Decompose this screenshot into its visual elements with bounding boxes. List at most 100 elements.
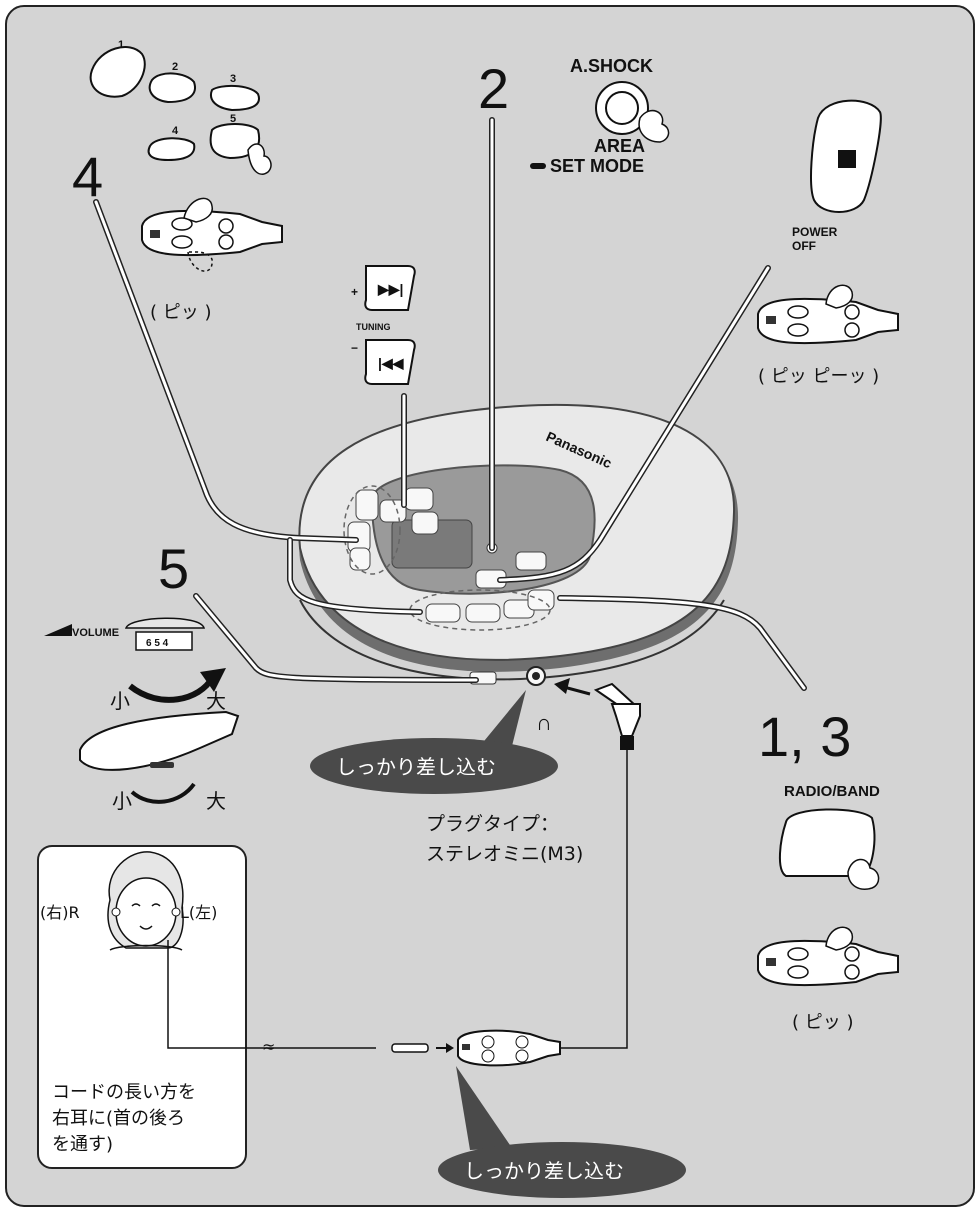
volume-wedge-icon [44, 624, 72, 636]
area-label: AREA [594, 136, 645, 156]
remote-control-right-top [757, 284, 899, 345]
beep-double: ( ピッ ピーッ ) [758, 366, 879, 387]
leader-1-3-inner [558, 596, 806, 690]
volume-arrow-icon [130, 782, 196, 804]
insert-arrowhead-icon [446, 1043, 454, 1053]
cd-player: Panasonic [298, 404, 739, 686]
leader-stop-inner [498, 266, 770, 582]
preset-3-label: 3 [230, 73, 236, 85]
player-button[interactable] [425, 603, 461, 623]
preset-button[interactable] [379, 499, 407, 523]
finger-pointer-icon [825, 926, 854, 951]
beep-right: ( ピッ ) [792, 1012, 854, 1033]
remote-button[interactable] [218, 234, 234, 250]
earphone-plug-to-remote [391, 1029, 561, 1067]
remote-button[interactable] [787, 305, 809, 319]
remote-button[interactable] [481, 1035, 495, 1049]
player-button[interactable] [465, 603, 501, 623]
volume-large-1: 大 [206, 689, 226, 713]
preset-4-label: 4 [172, 125, 179, 137]
volume-dial[interactable] [135, 631, 193, 651]
remote-grille-icon [766, 316, 776, 324]
off-label: OFF [792, 239, 816, 253]
skip-back-icon: |◀◀ [378, 355, 404, 371]
remote-button[interactable] [171, 217, 193, 231]
remote-button[interactable] [844, 964, 860, 980]
callout-pointer [456, 1066, 512, 1150]
preset-button[interactable] [349, 547, 371, 571]
step-4-number: 4 [72, 145, 103, 208]
remote-button[interactable] [787, 965, 809, 979]
remote-button[interactable] [218, 218, 234, 234]
bottom-dashed-group [409, 589, 551, 631]
remote-button[interactable] [171, 235, 193, 249]
leader-5-inner [194, 594, 478, 682]
remote-button[interactable] [481, 1049, 495, 1063]
volume-dial-top [124, 617, 205, 629]
preset-buttons-illustration: 1 2 3 4 5 [89, 39, 272, 175]
cable-break-icon: ≈ [262, 1037, 275, 1056]
headphone-cable [560, 750, 628, 1049]
leader-4b-inner [288, 538, 422, 614]
tuning-label: TUNING [356, 322, 391, 332]
radio-band-button[interactable] [779, 808, 876, 877]
face-features [131, 903, 161, 930]
plug-type-line2: ステレオミニ(M3) [426, 843, 583, 865]
tuning-button[interactable] [404, 487, 434, 511]
ashock-button-inner [605, 91, 639, 125]
remote-button[interactable] [844, 304, 860, 320]
remote-button[interactable] [844, 322, 860, 338]
finger-pointer-icon [847, 858, 880, 890]
preset-button-4[interactable] [147, 137, 196, 162]
preset-button-3[interactable] [210, 84, 260, 112]
callout-insert-firmly-bottom: しっかり差し込む [438, 1066, 686, 1198]
preset-button-1[interactable] [89, 46, 146, 98]
headphone-plug [554, 678, 641, 750]
remote-button[interactable] [787, 323, 809, 337]
callout-insert-firmly-top: しっかり差し込む [310, 690, 558, 794]
volume-label: VOLUME [72, 627, 119, 639]
earbud-right [111, 907, 121, 917]
earbud-left [171, 907, 181, 917]
finger-pointer-icon [638, 109, 670, 143]
insert-arrowhead-icon [554, 678, 570, 694]
tuning-minus-label: − [351, 341, 358, 355]
remote-volume-wheel[interactable] [150, 762, 174, 768]
leader-4-inner [94, 200, 358, 542]
tuning-button[interactable] [411, 511, 439, 535]
finger-pointer-icon [187, 251, 214, 272]
remote-button[interactable] [844, 946, 860, 962]
step-5-number: 5 [158, 537, 189, 600]
skip-back-button[interactable] [364, 339, 416, 385]
remote-grille-icon [766, 958, 776, 966]
stop-button-on-player[interactable] [515, 551, 547, 571]
note-line3: を通す) [52, 1134, 113, 1155]
callout-pointer [480, 690, 526, 746]
preset-5-label: 5 [230, 113, 236, 125]
remote-button[interactable] [515, 1049, 529, 1063]
mini-plug [391, 1043, 429, 1053]
remote-side-view [79, 710, 240, 771]
finger-pointer-icon [825, 284, 854, 309]
plug-type-line1: プラグタイプ： [426, 813, 559, 835]
left-buttons [343, 485, 439, 575]
beep-left: ( ピッ ) [150, 302, 212, 323]
remote-button[interactable] [787, 947, 809, 961]
radio-band-label: RADIO/BAND [784, 783, 880, 800]
volume-small-1: 小 [110, 689, 130, 713]
skip-forward-icon: ▶▶| [377, 281, 403, 297]
preset-2-label: 2 [172, 61, 178, 73]
remote-control-left [141, 197, 283, 272]
remote-button[interactable] [515, 1035, 529, 1049]
tuning-buttons-illustration: ▶▶| + TUNING |◀◀ − [351, 265, 416, 385]
earphone-panel [37, 845, 247, 1169]
preset-button-2[interactable] [148, 72, 196, 104]
skip-forward-button[interactable] [364, 265, 416, 311]
volume-control-illustration: VOLUME 6 5 4 小 大 小 大 [44, 617, 240, 813]
preset-button[interactable] [355, 489, 379, 521]
ashock-label: A.SHOCK [570, 56, 653, 76]
remote-grille-icon [150, 230, 160, 238]
volume-large-2: 大 [206, 789, 226, 813]
